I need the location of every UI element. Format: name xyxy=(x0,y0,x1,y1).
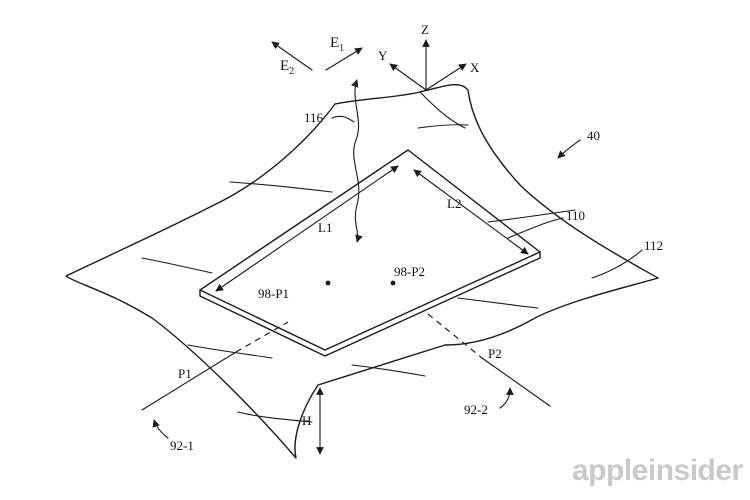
dimension-l1-arrow xyxy=(215,165,399,292)
label-98-p1: 98-P1 xyxy=(258,286,289,301)
rectangular-object-edge xyxy=(199,251,541,357)
label-l1: L1 xyxy=(318,220,332,235)
label-p2: P2 xyxy=(488,346,502,361)
label-e1: E1 xyxy=(330,35,344,54)
dimension-l2-arrow xyxy=(413,169,529,255)
point-98-p1-dot xyxy=(325,280,331,286)
leader-92-1-arrow xyxy=(152,419,169,439)
label-axis-y: Y xyxy=(378,48,388,63)
plane-line-p2-solid xyxy=(481,357,551,407)
label-axis-x: X xyxy=(470,60,480,75)
label-e2: E2 xyxy=(280,58,294,77)
wavy-line-116 xyxy=(351,79,363,243)
label-h: H xyxy=(302,413,311,428)
label-92-1: 92-1 xyxy=(170,438,194,453)
surface-band-line xyxy=(187,344,273,359)
surface-band-line xyxy=(417,124,469,129)
surface-band-line xyxy=(487,209,576,223)
label-92-2: 92-2 xyxy=(464,402,488,417)
label-112: 112 xyxy=(644,238,663,253)
surface-band-line xyxy=(419,91,466,129)
surface-band-line xyxy=(237,411,313,423)
leader-40-arrow xyxy=(557,139,581,159)
label-98-p2: 98-P2 xyxy=(394,264,425,279)
plane-line-p1-solid xyxy=(141,351,237,411)
point-98-p2-dot xyxy=(390,280,396,286)
surface-band-line xyxy=(351,364,426,377)
leader-116 xyxy=(331,115,355,123)
surface-band-line xyxy=(457,297,539,309)
vector-e2-arrow xyxy=(271,41,313,71)
vector-e1-arrow xyxy=(325,47,363,71)
surface-band-line xyxy=(141,257,213,274)
label-40: 40 xyxy=(587,128,600,143)
plane-line-p2-dashed xyxy=(427,313,483,359)
label-110: 110 xyxy=(566,208,585,223)
leader-112 xyxy=(591,249,643,279)
axis-y-arrow xyxy=(389,63,427,91)
label-p1: P1 xyxy=(178,366,192,381)
axis-x-arrow xyxy=(425,63,467,91)
label-116: 116 xyxy=(304,110,324,125)
watermark-appleinsider: appleinsider xyxy=(572,454,744,487)
leader-110 xyxy=(507,217,564,239)
leader-92-2-arrow xyxy=(499,387,514,409)
label-axis-z: Z xyxy=(421,22,429,37)
label-l2: L2 xyxy=(447,196,461,211)
